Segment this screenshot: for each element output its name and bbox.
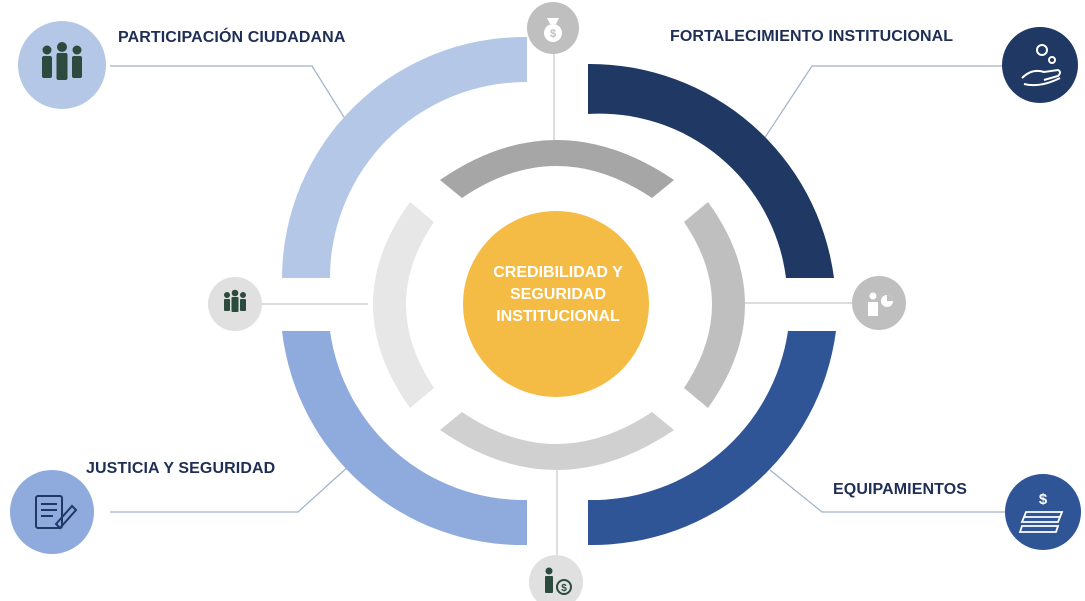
satellite-left [208,277,262,331]
connector-lines [110,65,1005,513]
people-group-icon [224,289,246,312]
center-circle [463,211,649,397]
people-group-icon [42,42,82,80]
svg-text:$: $ [550,28,556,40]
inner-arc-bottom [440,412,674,470]
center-title-line-3: INSTITUCIONAL [496,308,620,325]
center-title: CREDIBILIDAD Y SEGURIDAD INSTITUCIONAL [466,262,650,328]
label-equipamientos: EQUIPAMIENTOS [833,481,968,498]
connector-justicia [110,464,351,513]
axis-lines [262,48,855,560]
inner-arc-left [373,202,434,408]
svg-text:$: $ [561,583,567,594]
svg-text:$: $ [1039,491,1048,508]
connector-equipamientos [769,469,1005,513]
badge-justicia [10,470,94,554]
person-coin-icon: $ [545,567,572,595]
presenter-chart-icon [868,292,893,316]
outer-arc-top-left [282,36,527,278]
label-participacion-ciudadana: PARTICIPACIÓN CIUDADANA [118,29,346,46]
connector-participacion [110,65,358,139]
satellite-top: $ [527,2,579,54]
badge-participacion [18,21,106,109]
badge-equipamientos: $ [1005,474,1081,550]
money-bag-icon: $ [544,18,562,42]
satellite-right [852,276,906,330]
center-title-line-2: SEGURIDAD [509,286,606,303]
money-stack-icon: $ [1018,491,1064,533]
inner-arc-right [684,202,745,408]
label-fortalecimiento-institucional: FORTALECIMIENTO INSTITUCIONAL [670,28,954,45]
outer-arc-top-right [588,63,834,278]
inner-arc-top [440,140,674,198]
badge-fortalecimiento [1002,27,1078,103]
label-justicia-y-seguridad: JUSTICIA Y SEGURIDAD [86,460,276,477]
satellite-bottom: $ [529,555,583,601]
hand-coin-icon [1021,44,1061,87]
connector-fortalecimiento [761,65,1005,143]
outer-arc-bottom-left [282,331,527,546]
outer-arc-bottom-right [588,331,836,546]
center-title-line-1: CREDIBILIDAD Y [493,264,623,281]
document-pen-icon [35,495,78,530]
